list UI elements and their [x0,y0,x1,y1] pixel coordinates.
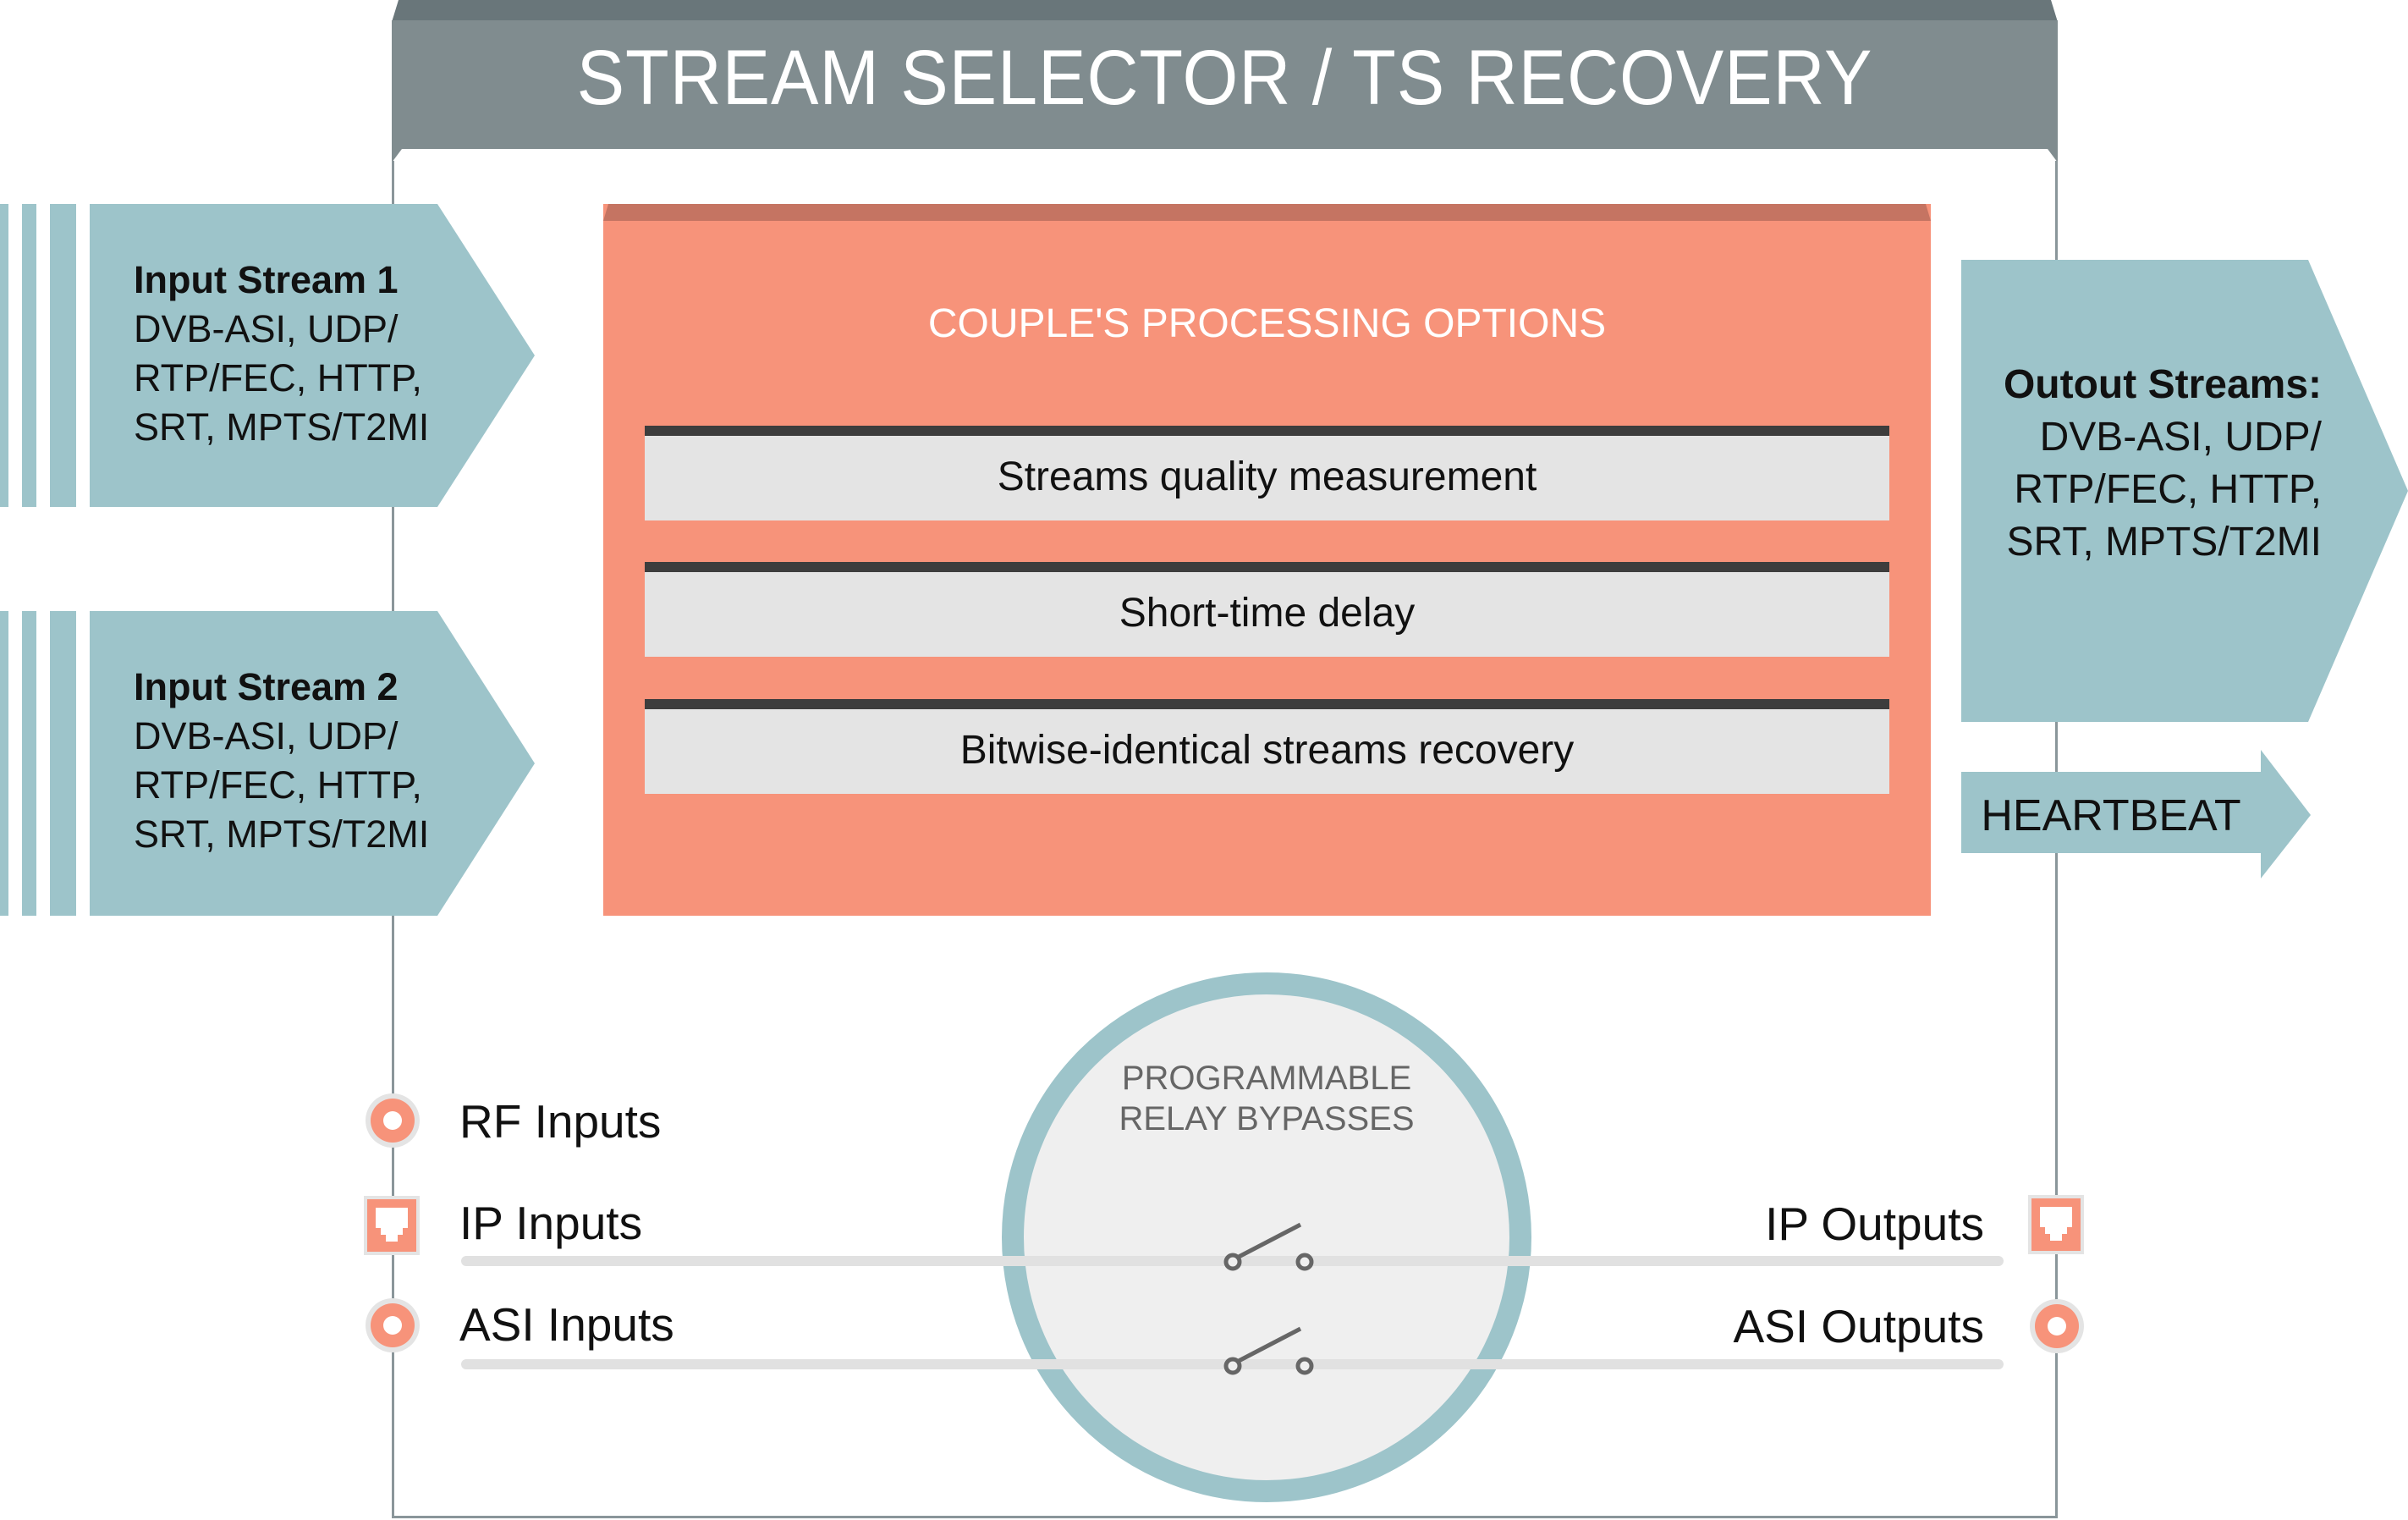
input-stream-1-arrow [0,204,535,507]
title-banner [392,0,2058,162]
rf-inputs-label: RF Inputs [459,1095,662,1148]
ethernet-port-icon [364,1196,420,1255]
relay-title-line: PROGRAMMABLE [1121,1060,1412,1097]
input-stream-2-line: DVB-ASI, UDP/ [134,714,399,757]
input-stream-2-arrow [0,611,535,916]
ethernet-port-icon [2028,1195,2084,1254]
option-streams-recovery: Bitwise-identical streams recovery [645,699,1889,794]
ip-inputs-label: IP Inputs [459,1197,643,1249]
output-streams-text: Outout Streams: DVB-ASI, UDP/ RTP/FEC, H… [1961,359,2322,569]
relay-switches [1223,1222,1314,1375]
relay-title-line: RELAY BYPASSES [1119,1100,1415,1137]
coax-connector-icon [366,1093,420,1148]
processing-options-panel [603,204,1931,916]
output-streams-line: SRT, MPTS/T2MI [2006,520,2323,564]
stripe [22,611,36,916]
coax-connector-icon [2030,1299,2084,1353]
option-short-time-delay: Short-time delay [645,562,1889,657]
stripe [22,204,36,507]
stripe [50,611,76,916]
coax-connector-icon [366,1298,420,1352]
heartbeat-label: HEARTBEAT [1981,791,2241,840]
option-quality-measurement: Streams quality measurement [645,426,1889,520]
output-streams-line: RTP/FEC, HTTP, [2014,467,2322,512]
relay-switch-ip-icon [1223,1222,1314,1271]
output-streams-heading: Outout Streams: [2003,362,2322,407]
input-stream-1-text: Input Stream 1 DVB-ASI, UDP/ RTP/FEC, HT… [134,256,429,452]
processing-panel-top-edge [603,204,1931,221]
heartbeat-arrow [1961,750,2311,878]
output-streams-line: DVB-ASI, UDP/ [2039,415,2322,460]
input-stream-2-text: Input Stream 2 DVB-ASI, UDP/ RTP/FEC, HT… [134,663,429,859]
asi-outputs-label: ASI Outputs [1733,1300,1984,1352]
output-streams-arrow [1961,260,2408,722]
ip-outputs-label: IP Outputs [1765,1198,1984,1250]
input-stream-1-line: SRT, MPTS/T2MI [134,405,430,449]
diagram-title: STREAM SELECTOR / TS RECOVERY [576,35,1873,121]
input-stream-2-line: RTP/FEC, HTTP, [134,763,422,807]
input-stream-2-heading: Input Stream 2 [134,665,399,708]
processing-options-title: COUPLE'S PROCESSING OPTIONS [927,301,1607,346]
stripe [50,204,76,507]
input-stream-1-line: DVB-ASI, UDP/ [134,307,399,350]
stripe [0,204,8,507]
stripe [0,611,8,916]
input-stream-2-line: SRT, MPTS/T2MI [134,812,430,856]
input-stream-1-heading: Input Stream 1 [134,258,399,301]
asi-inputs-label: ASI Inputs [459,1298,674,1351]
relay-switch-asi-icon [1223,1326,1314,1375]
input-stream-1-line: RTP/FEC, HTTP, [134,356,422,399]
relay-bypass-title: PROGRAMMABLE RELAY BYPASSES [1097,1058,1436,1139]
